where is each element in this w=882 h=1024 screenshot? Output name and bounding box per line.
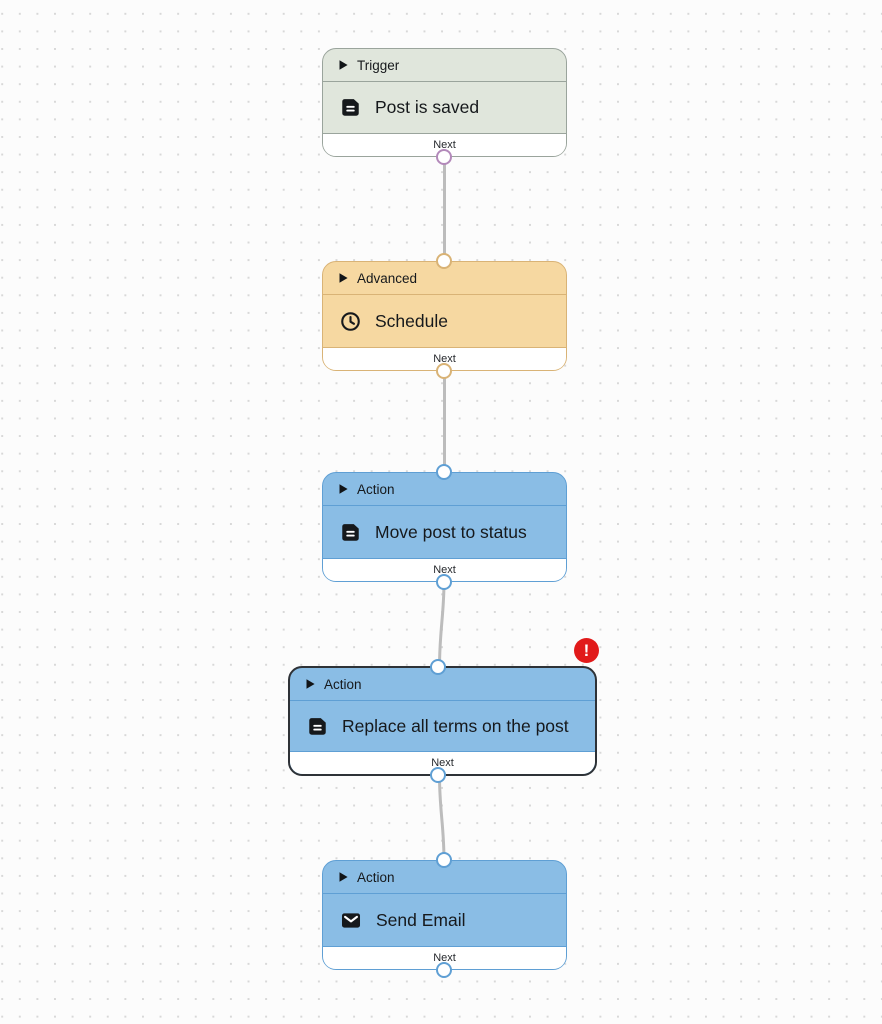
- connector: [438, 581, 446, 668]
- next-label: Next: [431, 757, 454, 769]
- error-badge[interactable]: !: [574, 638, 599, 663]
- node-title: Move post to status: [375, 521, 527, 542]
- node-title: Schedule: [375, 310, 448, 331]
- next-label: Next: [433, 353, 456, 365]
- document-icon: [339, 96, 362, 119]
- next-label: Next: [433, 139, 456, 151]
- output-port[interactable]: [430, 767, 446, 783]
- node-body[interactable]: Schedule: [323, 295, 566, 347]
- node-header[interactable]: Action: [290, 668, 595, 701]
- collapse-triangle-icon[interactable]: [306, 679, 315, 689]
- output-port[interactable]: [436, 149, 452, 165]
- clock-icon: [339, 310, 362, 333]
- node-header[interactable]: Action: [323, 861, 566, 894]
- workflow-node-advanced[interactable]: Advanced Schedule Next: [322, 253, 567, 379]
- node-category-label: Advanced: [357, 270, 418, 286]
- node-category-label: Action: [324, 676, 362, 692]
- output-port[interactable]: [436, 574, 452, 590]
- collapse-triangle-icon[interactable]: [339, 872, 348, 882]
- node-footer: Next: [323, 946, 566, 969]
- node-category-label: Action: [357, 869, 395, 885]
- collapse-triangle-icon[interactable]: [339, 484, 348, 494]
- mail-icon: [339, 909, 363, 932]
- input-port[interactable]: [430, 659, 446, 675]
- node-title: Replace all terms on the post: [342, 715, 569, 736]
- node-header[interactable]: Advanced: [323, 262, 566, 295]
- next-label: Next: [433, 952, 456, 964]
- output-port[interactable]: [436, 363, 452, 379]
- document-icon: [306, 715, 329, 738]
- node-category-label: Action: [357, 481, 395, 497]
- node-footer: Next: [323, 558, 566, 581]
- node-body[interactable]: Send Email: [323, 894, 566, 946]
- node-body[interactable]: Post is saved: [323, 82, 566, 133]
- connector: [438, 775, 446, 862]
- node-header[interactable]: Action: [323, 473, 566, 506]
- node-title: Post is saved: [375, 97, 480, 117]
- node-title: Send Email: [376, 909, 466, 930]
- workflow-node-action-move-post[interactable]: Action Move post to status Next: [322, 464, 567, 590]
- workflow-node-trigger[interactable]: Trigger Post is saved Next: [322, 48, 567, 165]
- collapse-triangle-icon[interactable]: [339, 273, 348, 283]
- output-port[interactable]: [436, 962, 452, 978]
- node-footer: Next: [323, 133, 566, 156]
- input-port[interactable]: [436, 464, 452, 480]
- input-port[interactable]: [436, 852, 452, 868]
- workflow-node-action-replace-terms[interactable]: ! Action Replace all terms on the post N…: [288, 638, 599, 783]
- input-port[interactable]: [436, 253, 452, 269]
- document-icon: [339, 521, 362, 544]
- node-header[interactable]: Trigger: [323, 49, 566, 82]
- node-footer: Next: [290, 751, 595, 774]
- collapse-triangle-icon[interactable]: [339, 60, 348, 70]
- node-body[interactable]: Move post to status: [323, 506, 566, 558]
- node-category-label: Trigger: [357, 57, 400, 73]
- next-label: Next: [433, 564, 456, 576]
- node-body[interactable]: Replace all terms on the post: [290, 701, 595, 751]
- node-footer: Next: [323, 347, 566, 370]
- workflow-node-action-send-email[interactable]: Action Send Email Next: [322, 852, 567, 978]
